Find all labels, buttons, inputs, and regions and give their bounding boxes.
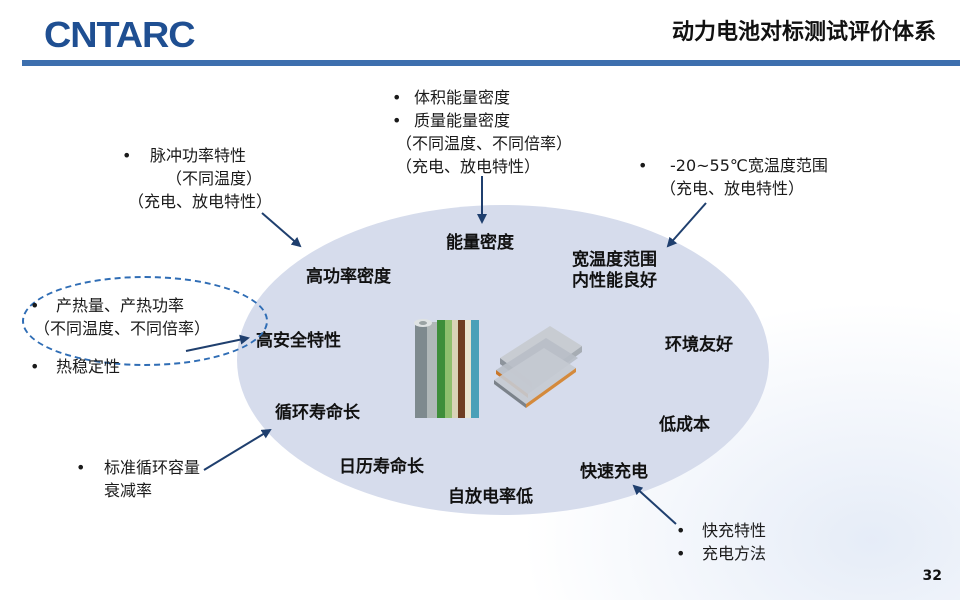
feature-long-calendar-life: 日历寿命长 [339,457,424,477]
annotation-safety: •产热量、产热功率 （不同温度、不同倍率） •热稳定性 [30,296,211,376]
feature-environment-friendly: 环境友好 [665,335,733,355]
feature-wide-temperature: 宽温度范围 [572,250,657,270]
feature-internal-performance: 内性能良好 [572,271,657,291]
feature-high-safety: 高安全特性 [256,331,341,351]
feature-long-cycle-life: 循环寿命长 [275,403,360,423]
annotation-cycle-life: •标准循环容量 衰减率 [76,458,201,500]
arrow-safety [185,334,250,352]
prismatic-cell-illustration [494,326,582,408]
annotation-power-density: •脉冲功率特性 （不同温度） （充电、放电特性） [122,146,273,211]
page-number: 32 [922,568,942,584]
feature-fast-charging: 快速充电 [580,462,648,482]
feature-low-self-discharge: 自放电率低 [448,487,533,507]
feature-energy-density: 能量密度 [446,233,514,253]
cylindrical-cell-illustration [414,319,479,418]
cnatrc-logo: CNTARC [44,14,196,55]
page-title: 动力电池对标测试评价体系 [671,20,936,45]
header-divider [22,60,960,66]
arrow-fast-charging [632,484,677,525]
arrow-power-density [261,212,302,248]
annotation-fast-charging: •快充特性 •充电方法 [676,521,767,563]
feature-low-cost: 低成本 [659,415,710,435]
annotation-energy-density: •体积能量密度 •质量能量密度 （不同温度、不同倍率） （充电、放电特性） [392,88,573,176]
annotation-wide-temperature: •-20~55℃宽温度范围 （充电、放电特性） [638,156,828,198]
dashed-highlight-ellipse [22,276,268,366]
arrow-cycle-life [203,428,272,471]
feature-high-power-density: 高功率密度 [306,267,391,287]
arrow-wide-temperature [666,202,707,248]
